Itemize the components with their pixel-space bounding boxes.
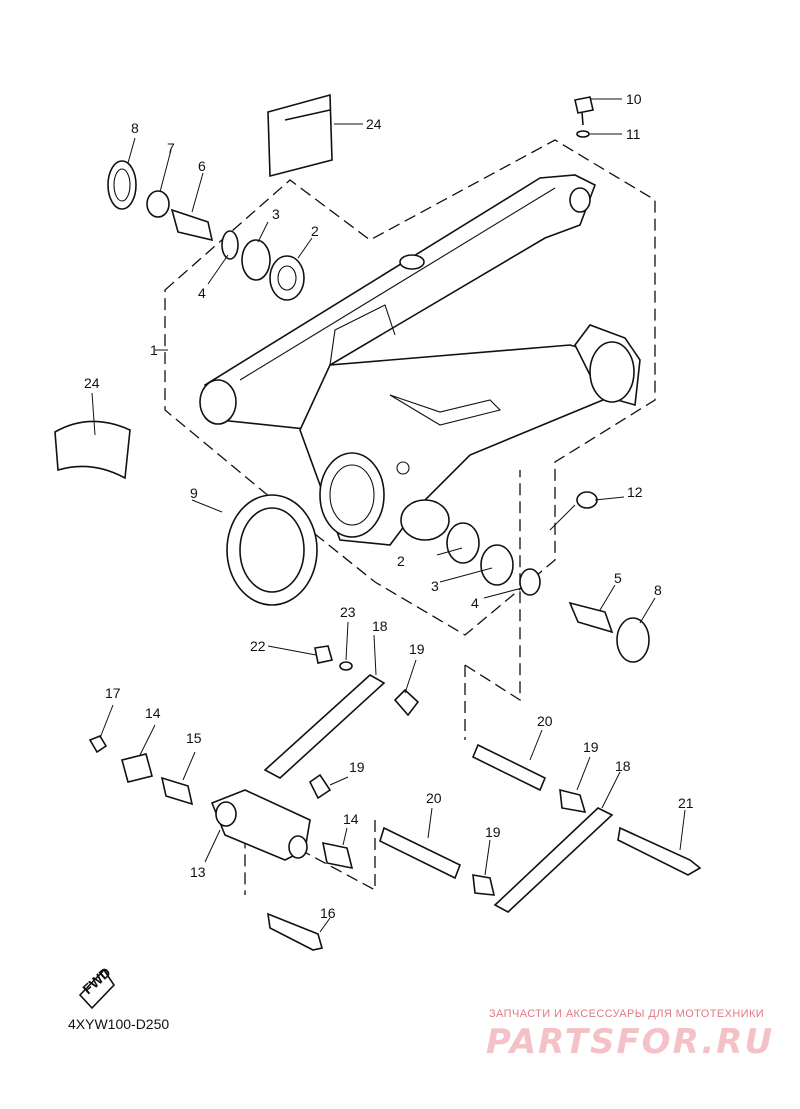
callout-3-bottom: 3 xyxy=(431,578,439,594)
bolt-and-washer xyxy=(574,96,594,138)
callout-24-top: 24 xyxy=(366,116,382,132)
callout-4-bottom: 4 xyxy=(471,595,479,611)
callout-8-bottom: 8 xyxy=(654,582,662,598)
callout-5: 5 xyxy=(614,570,622,586)
left-pivot-hardware xyxy=(107,160,305,301)
diagram-code: 4XYW100-D250 xyxy=(68,1016,170,1032)
callout-22: 22 xyxy=(250,638,266,654)
callout-2-top: 2 xyxy=(311,223,319,239)
callout-3-top: 3 xyxy=(272,206,280,222)
callout-18-bottom: 18 xyxy=(615,758,631,774)
watermark-brand: PARTSFOR.RU xyxy=(486,1022,775,1062)
callout-11: 11 xyxy=(626,126,641,142)
callout-19-b: 19 xyxy=(349,759,365,775)
swingarm-part xyxy=(199,174,641,546)
relay-linkage xyxy=(78,645,702,1010)
callout-labels: 1 2 2 3 3 4 4 5 6 7 8 8 9 10 11 12 13 14… xyxy=(84,91,694,921)
callout-14-left: 14 xyxy=(145,705,161,721)
callout-13: 13 xyxy=(190,864,206,880)
callout-20-top: 20 xyxy=(537,713,553,729)
link-assembly-boundary xyxy=(244,470,521,895)
callout-18-top: 18 xyxy=(372,618,388,634)
callout-20-bottom: 20 xyxy=(426,790,442,806)
callout-12: 12 xyxy=(627,484,643,500)
callout-10: 10 xyxy=(626,91,642,107)
chain-guard-ring-part xyxy=(226,494,318,606)
swingarm-assembly-boundary xyxy=(164,139,656,636)
leader-lines xyxy=(91,98,686,933)
callout-16: 16 xyxy=(320,905,336,921)
callout-15: 15 xyxy=(186,730,202,746)
callout-7: 7 xyxy=(167,140,175,156)
callout-6: 6 xyxy=(198,158,206,174)
callout-14-right: 14 xyxy=(343,811,359,827)
right-pivot-hardware xyxy=(446,491,650,663)
callout-19-d: 19 xyxy=(485,824,501,840)
protector-part-left xyxy=(54,420,131,480)
callout-19-a: 19 xyxy=(409,641,425,657)
callout-9: 9 xyxy=(190,485,198,501)
callout-24-left: 24 xyxy=(84,375,100,391)
callout-19-c: 19 xyxy=(583,739,599,755)
protector-part-top xyxy=(267,93,333,178)
callout-21: 21 xyxy=(678,795,694,811)
callout-4-top: 4 xyxy=(198,285,206,301)
callout-8-top: 8 xyxy=(131,120,139,136)
callout-1: 1 xyxy=(150,342,158,358)
callout-23: 23 xyxy=(340,604,356,620)
callout-2-bottom: 2 xyxy=(397,553,405,569)
watermark-tagline: ЗАПЧАСТИ И АКСЕССУАРЫ ДЛЯ МОТОТЕХНИКИ xyxy=(489,1008,765,1020)
callout-17: 17 xyxy=(105,685,121,701)
